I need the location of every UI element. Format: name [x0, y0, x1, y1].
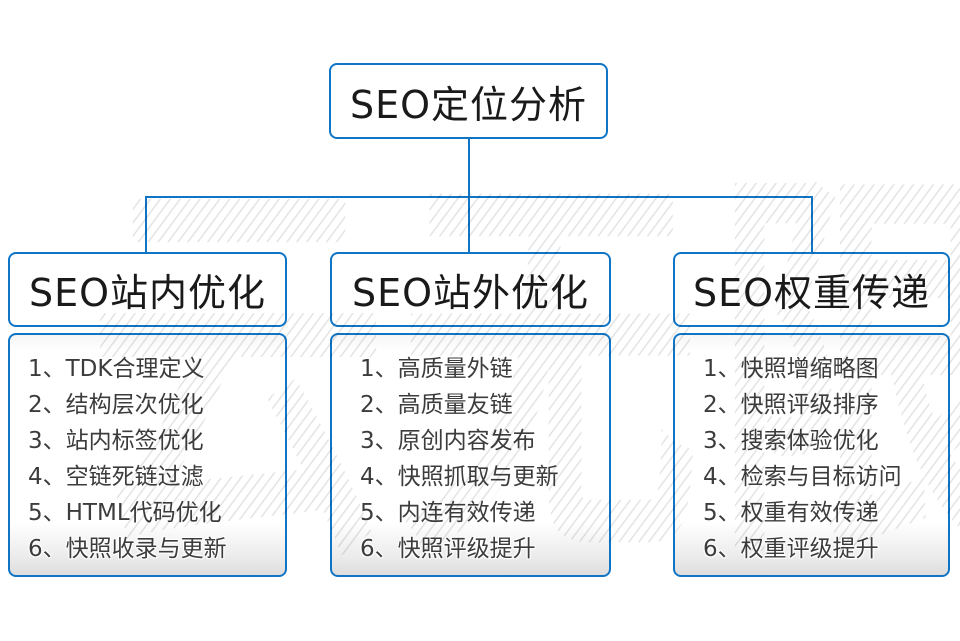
branch-node-title: SEO站内优化: [28, 271, 267, 315]
root-node-title: SEO定位分析: [349, 82, 588, 127]
list-item: 4、空链死链过滤: [28, 464, 204, 490]
branch-node-onsite: SEO站内优化: [8, 252, 287, 327]
list-item: 1、快照增缩略图: [703, 356, 879, 382]
branch-list-offsite: 1、高质量外链 2、高质量友链 3、原创内容发布 4、快照抓取与更新 5、内连有效传递 6…: [330, 333, 611, 577]
list-item: 2、高质量友链: [360, 392, 513, 418]
list-item: 5、HTML代码优化: [28, 500, 222, 526]
list-item: 3、原创内容发布: [360, 428, 536, 454]
connector-horizontal: [145, 196, 813, 198]
list-item: 6、快照收录与更新: [28, 536, 227, 562]
item-list: 1、快照增缩略图 2、快照评级排序 3、搜索体验优化 4、检索与目标访问 5、权重有效传…: [675, 335, 948, 567]
list-item: 2、快照评级排序: [703, 392, 879, 418]
list-item: 3、搜索体验优化: [703, 428, 879, 454]
branch-node-offsite: SEO站外优化: [330, 252, 611, 327]
connector-drop-left: [145, 197, 147, 253]
list-item: 2、结构层次优化: [28, 392, 204, 418]
connector-root-down: [468, 138, 470, 197]
branch-list-weight: 1、快照增缩略图 2、快照评级排序 3、搜索体验优化 4、检索与目标访问 5、权重有效传…: [673, 333, 950, 577]
branch-node-title: SEO站外优化: [351, 271, 590, 315]
connector-drop-middle: [468, 197, 470, 253]
list-item: 4、检索与目标访问: [703, 464, 902, 490]
connector-drop-right: [811, 197, 813, 253]
branch-node-title: SEO权重传递: [692, 271, 931, 315]
list-item: 3、站内标签优化: [28, 428, 204, 454]
branch-list-onsite: 1、TDK合理定义 2、结构层次优化 3、站内标签优化 4、空链死链过滤 5、HTML代…: [8, 333, 287, 577]
list-item: 4、快照抓取与更新: [360, 464, 559, 490]
list-item: 5、权重有效传递: [703, 500, 879, 526]
item-list: 1、高质量外链 2、高质量友链 3、原创内容发布 4、快照抓取与更新 5、内连有效传递 6…: [332, 335, 609, 567]
branch-node-weight: SEO权重传递: [673, 252, 950, 327]
item-list: 1、TDK合理定义 2、结构层次优化 3、站内标签优化 4、空链死链过滤 5、HTML代…: [10, 335, 285, 567]
list-item: 1、TDK合理定义: [28, 356, 205, 382]
list-item: 1、高质量外链: [360, 356, 513, 382]
list-item: 6、权重评级提升: [703, 536, 879, 562]
list-item: 5、内连有效传递: [360, 500, 536, 526]
root-node: SEO定位分析: [329, 63, 608, 139]
list-item: 6、快照评级提升: [360, 536, 536, 562]
